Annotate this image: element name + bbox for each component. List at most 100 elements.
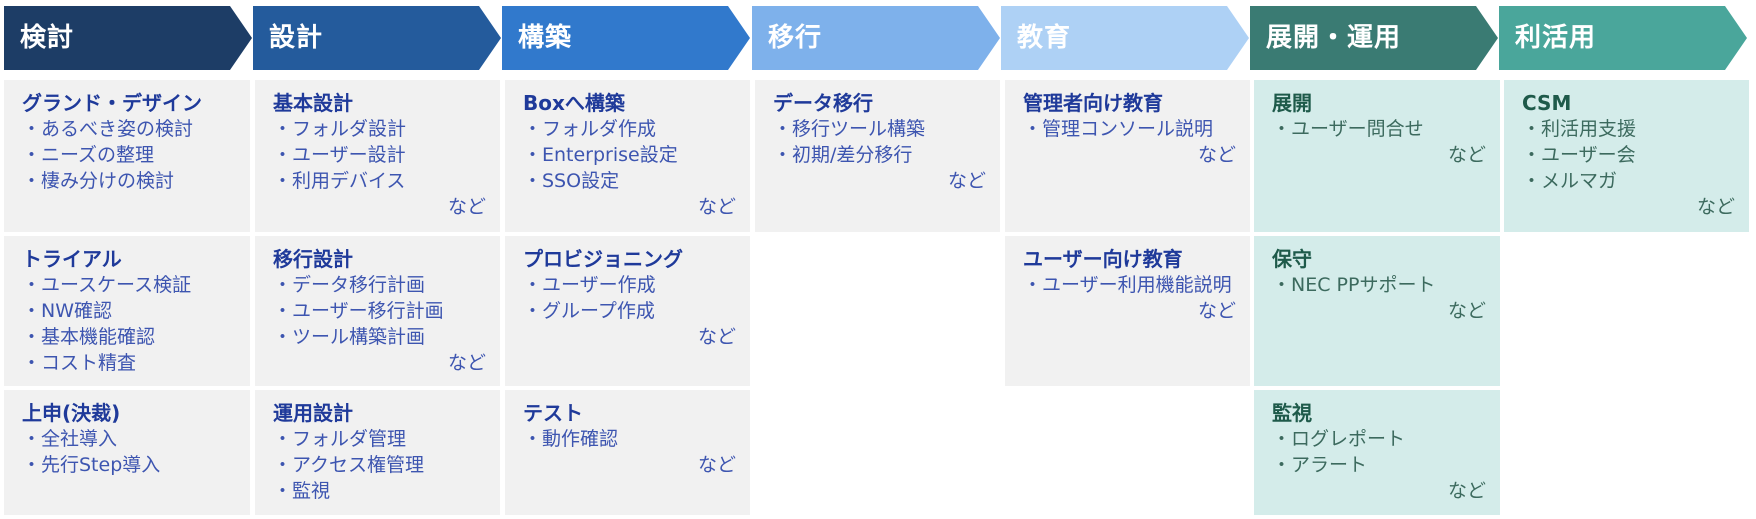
etc-label: など xyxy=(1447,300,1486,322)
etc-label: など xyxy=(947,170,986,192)
card-item: ・初期/差分移行 xyxy=(773,144,913,166)
card-item: ・ユーザー会 xyxy=(1522,144,1636,166)
card-item: ・ユーザー利用機能説明 xyxy=(1023,274,1232,296)
phase-label: 検討 xyxy=(20,23,75,53)
card-item: ・利用デバイス xyxy=(273,170,406,192)
card-item: ・監視 xyxy=(273,480,331,502)
card-title: テスト xyxy=(523,401,583,425)
card-item: ・先行Step導入 xyxy=(22,454,161,476)
card-item: ・SSO設定 xyxy=(523,170,620,192)
card-joushin: 上申(決裁) ・全社導入 ・先行Step導入 xyxy=(4,390,250,515)
card-item: ・利活用支援 xyxy=(1522,118,1637,140)
card-item: ・NW確認 xyxy=(22,300,112,322)
card-item: ・グループ作成 xyxy=(523,300,655,322)
card-item: ・アクセス権管理 xyxy=(273,454,425,476)
card-item: ・フォルダ設計 xyxy=(273,118,407,140)
card-item: ・アラート xyxy=(1272,454,1368,476)
chevron-shape-icon xyxy=(4,6,252,70)
card-item: ・フォルダ管理 xyxy=(273,428,407,450)
card-item: ・ユーザー作成 xyxy=(523,274,656,296)
etc-label: など xyxy=(1696,196,1735,218)
card-item: ・あるべき姿の検討 xyxy=(22,118,194,140)
phase-kouchiku: 構築 xyxy=(502,6,750,70)
card-title: トライアル xyxy=(22,247,122,271)
card-grand-design: グランド・デザイン ・あるべき姿の検討 ・ニーズの整理 ・棲み分けの検討 xyxy=(4,80,250,232)
card-ikou-sekkei: 移行設計 ・データ移行計画 ・ユーザー移行計画 ・ツール構築計画 など xyxy=(255,236,500,386)
card-item: ・ログレポート xyxy=(1272,428,1406,450)
card-title: 移行設計 xyxy=(273,247,353,271)
card-trial: トライアル ・ユースケース検証 ・NW確認 ・基本機能確認 ・コスト精査 xyxy=(4,236,250,386)
etc-label: など xyxy=(447,196,486,218)
card-box-kouchiku: Boxへ構築 ・フォルダ作成 ・Enterprise設定 ・SSO設定 など xyxy=(505,80,750,232)
card-tenkai: 展開 ・ユーザー問合せ など xyxy=(1254,80,1500,232)
etc-label: など xyxy=(697,454,736,476)
card-item: ・ユースケース検証 xyxy=(22,274,192,296)
card-admin-kyouiku: 管理者向け教育 ・管理コンソール説明 など xyxy=(1005,80,1250,232)
phase-label: 利活用 xyxy=(1515,23,1597,53)
card-title: グランド・デザイン xyxy=(22,91,202,115)
phase-label: 設計 xyxy=(269,23,324,53)
card-item: ・ユーザー設計 xyxy=(273,144,406,166)
chevron-shape-icon xyxy=(1250,6,1498,70)
card-item: ・ユーザー移行計画 xyxy=(273,300,444,322)
card-item: ・ニーズの整理 xyxy=(22,144,155,166)
card-item: ・NEC PPサポート xyxy=(1272,274,1436,296)
etc-label: など xyxy=(1447,480,1486,502)
card-item: ・データ移行計画 xyxy=(273,274,426,296)
phase-ikou: 移行 xyxy=(752,6,1000,70)
chevron-shape-icon xyxy=(1001,6,1249,70)
card-item: ・基本機能確認 xyxy=(22,326,156,348)
card-data-ikou: データ移行 ・移行ツール構築 ・初期/差分移行 など xyxy=(755,80,1000,232)
card-item: ・ツール構築計画 xyxy=(273,326,426,348)
card-provisioning: プロビジョニング ・ユーザー作成 ・グループ作成 など xyxy=(505,236,750,386)
etc-label: など xyxy=(1197,144,1236,166)
card-title: ユーザー向け教育 xyxy=(1023,247,1183,271)
phase-kyouiku: 教育 xyxy=(1001,6,1249,70)
card-title: 基本設計 xyxy=(273,91,353,115)
phase-sekkei: 設計 xyxy=(253,6,501,70)
card-title: Boxへ構築 xyxy=(523,91,625,115)
card-title: データ移行 xyxy=(773,91,873,115)
card-user-kyouiku: ユーザー向け教育 ・ユーザー利用機能説明 など xyxy=(1005,236,1250,386)
card-item: ・コスト精査 xyxy=(22,352,137,374)
etc-label: など xyxy=(447,352,486,374)
card-item: ・メルマガ xyxy=(1522,170,1618,192)
card-title: 上申(決裁) xyxy=(22,401,121,425)
card-title: 展開 xyxy=(1272,91,1312,115)
phase-label: 展開・運用 xyxy=(1266,23,1402,53)
card-title: 管理者向け教育 xyxy=(1023,91,1163,115)
etc-label: など xyxy=(1447,144,1486,166)
card-test: テスト ・動作確認 など xyxy=(505,390,750,515)
card-kihon-sekkei: 基本設計 ・フォルダ設計 ・ユーザー設計 ・利用デバイス など xyxy=(255,80,500,232)
card-title: プロビジョニング xyxy=(523,247,683,271)
card-item: ・移行ツール構築 xyxy=(773,118,926,140)
etc-label: など xyxy=(697,196,736,218)
card-item: ・ユーザー問合せ xyxy=(1272,118,1424,140)
card-item: ・棲み分けの検討 xyxy=(22,170,175,192)
chevron-shape-icon xyxy=(502,6,750,70)
phase-tenkai-unyou: 展開・運用 xyxy=(1250,6,1498,70)
card-title: 運用設計 xyxy=(273,401,353,425)
card-title: 保守 xyxy=(1272,247,1312,271)
card-item: ・Enterprise設定 xyxy=(523,144,678,166)
card-item: ・フォルダ作成 xyxy=(523,118,657,140)
card-item: ・管理コンソール説明 xyxy=(1023,118,1214,140)
phase-kento: 検討 xyxy=(4,6,252,70)
chevron-shape-icon xyxy=(253,6,501,70)
card-kanshi: 監視 ・ログレポート ・アラート など xyxy=(1254,390,1500,515)
phase-label: 構築 xyxy=(518,23,573,53)
phase-label: 移行 xyxy=(768,23,823,53)
card-title: 監視 xyxy=(1272,401,1312,425)
chevron-shape-icon xyxy=(1499,6,1747,70)
card-item: ・動作確認 xyxy=(523,428,619,450)
card-hoshu: 保守 ・NEC PPサポート など xyxy=(1254,236,1500,386)
chevron-shape-icon xyxy=(752,6,1000,70)
card-title: CSM xyxy=(1522,91,1572,115)
etc-label: など xyxy=(697,326,736,348)
phase-label: 教育 xyxy=(1017,23,1072,53)
card-unyou-sekkei: 運用設計 ・フォルダ管理 ・アクセス権管理 ・監視 xyxy=(255,390,500,515)
phase-rikatsuyou: 利活用 xyxy=(1499,6,1747,70)
card-item: ・全社導入 xyxy=(22,428,118,450)
etc-label: など xyxy=(1197,300,1236,322)
card-csm: CSM ・利活用支援 ・ユーザー会 ・メルマガ など xyxy=(1504,80,1749,232)
